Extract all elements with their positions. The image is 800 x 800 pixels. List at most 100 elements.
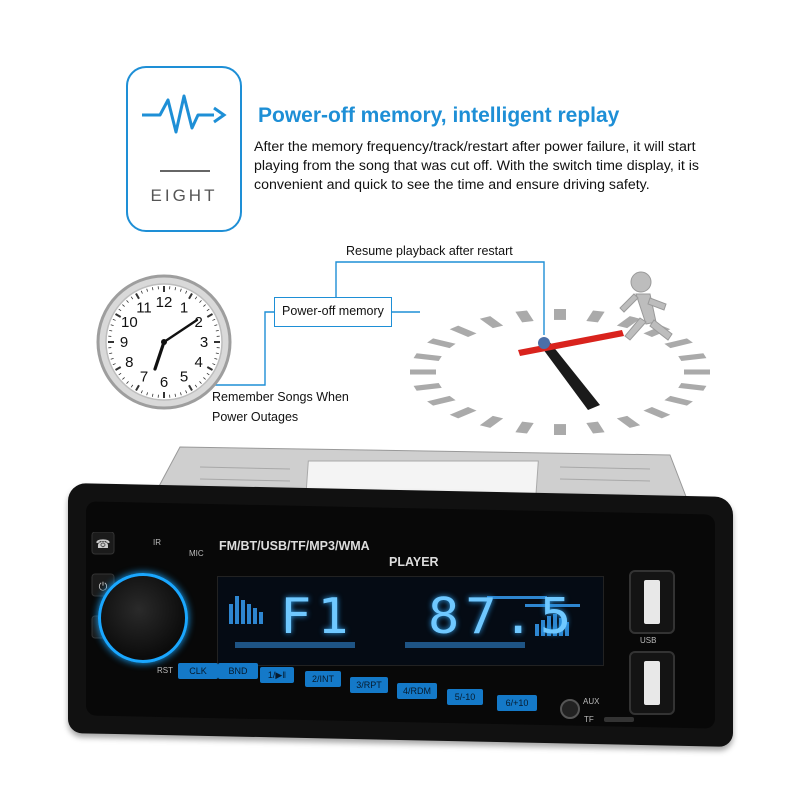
clock-tick xyxy=(112,318,116,321)
clock-numeral: 12 xyxy=(156,294,173,311)
player-label: PLAYER xyxy=(389,555,439,569)
lcd-display xyxy=(217,576,604,666)
clock-tick xyxy=(206,372,210,376)
clock-tick xyxy=(206,313,213,318)
formats-label: FM/BT/USB/TF/MP3/WMA xyxy=(219,539,370,553)
badge-word: EIGHT xyxy=(150,186,218,205)
stopwatch-hand-red xyxy=(518,330,624,356)
clock-tick xyxy=(118,308,122,312)
clock-tick xyxy=(214,324,218,327)
lcd-band: F1 xyxy=(280,588,355,646)
usb-port-2[interactable] xyxy=(629,651,675,715)
tf-label: TF xyxy=(584,715,594,724)
clock-tick xyxy=(203,304,206,307)
rdm-button[interactable]: 4/RDM xyxy=(397,683,437,699)
clock-tick xyxy=(112,363,116,366)
clock-tick xyxy=(151,287,154,291)
usb-slot xyxy=(644,580,660,624)
lcd-readout: F1 87.5 xyxy=(280,589,577,646)
clock-tick xyxy=(151,393,154,397)
clock-tick xyxy=(146,288,149,292)
remember-line-1: Remember Songs When xyxy=(212,390,349,404)
clock-tick xyxy=(215,352,219,355)
svg-text:⏻: ⏻ xyxy=(99,580,108,593)
mic-label: MIC xyxy=(189,549,204,558)
clock-tick xyxy=(206,308,210,312)
clock-tick xyxy=(188,384,193,391)
clock-tick xyxy=(185,390,188,394)
band-button[interactable]: BND xyxy=(218,663,258,679)
clock-tick xyxy=(130,384,134,388)
clock-numeral: 11 xyxy=(136,299,152,316)
lcd-frequency: 87.5 xyxy=(427,588,578,646)
clock-tick xyxy=(118,372,122,376)
clock-tick xyxy=(214,357,218,360)
resume-playback-label: Resume playback after restart xyxy=(346,244,513,258)
feature-badge: EIGHT xyxy=(126,66,242,232)
clock-tick xyxy=(179,288,182,292)
clk-button[interactable]: CLK xyxy=(178,663,218,679)
clock-numeral: 5 xyxy=(180,369,188,386)
clock-tick xyxy=(122,377,125,380)
svg-text:☎: ☎ xyxy=(96,537,111,551)
clock-numeral: 2 xyxy=(194,314,202,331)
clock-numeral: 4 xyxy=(194,354,202,371)
clock-numeral: 10 xyxy=(121,314,138,331)
clock-tick xyxy=(194,296,198,300)
badge-divider xyxy=(160,170,210,172)
clock-tick xyxy=(215,329,219,332)
rst-label: RST xyxy=(157,666,173,675)
aux-jack[interactable] xyxy=(560,699,580,719)
remember-line-2: Power Outages xyxy=(212,410,299,424)
clock-numeral: 7 xyxy=(140,369,148,386)
stopwatch-hand-black xyxy=(540,340,600,410)
clock-numeral: 8 xyxy=(125,354,133,371)
feature-title: Power-off memory, intelligent replay xyxy=(258,104,620,127)
remember-songs-label: Remember Songs When Power Outages xyxy=(212,387,349,427)
stopwatch-dial xyxy=(410,309,710,435)
usb-label: USB xyxy=(640,636,657,645)
clock-tick xyxy=(174,393,177,397)
clock-tick xyxy=(140,290,143,294)
clock-tick xyxy=(203,377,206,380)
clock-tick xyxy=(179,392,182,396)
clock-tick xyxy=(109,352,113,355)
clock-numeral: 3 xyxy=(200,334,208,351)
tf-card-slot[interactable] xyxy=(604,717,634,722)
clock-tick xyxy=(110,357,114,360)
clock-tick xyxy=(194,384,198,388)
clock-tick xyxy=(199,300,202,303)
power-off-memory-label: Power-off memory xyxy=(274,297,392,327)
lcd-segments xyxy=(229,596,580,648)
aux-label: AUX xyxy=(583,697,600,706)
clock-tick xyxy=(135,384,140,391)
clock-tick xyxy=(212,363,216,366)
clock-numeral: 1 xyxy=(180,299,188,316)
clock-tick xyxy=(115,313,122,318)
clock-tick xyxy=(115,366,122,371)
rpt-button[interactable]: 3/RPT xyxy=(350,677,388,693)
clock-tick xyxy=(174,287,177,291)
usb-slot xyxy=(644,661,660,705)
clock-tick xyxy=(212,318,216,321)
ir-label: IR xyxy=(153,538,161,547)
feature-description: After the memory frequency/track/restart… xyxy=(254,139,699,193)
usb-port-1[interactable] xyxy=(629,570,675,634)
play-pause-button[interactable]: 1/▶‖ xyxy=(260,667,294,683)
clock-tick xyxy=(146,392,149,396)
plus-10-button[interactable]: 6/+10 xyxy=(497,695,537,711)
clock-tick xyxy=(122,304,125,307)
volume-knob[interactable] xyxy=(98,573,188,663)
clock-numeral: 9 xyxy=(120,334,128,351)
int-button[interactable]: 2/INT xyxy=(305,671,341,687)
clock-tick xyxy=(140,390,143,394)
clock-tick xyxy=(110,324,114,327)
clock-tick xyxy=(185,290,188,294)
heartbeat-pulse-icon xyxy=(142,94,227,134)
minus-10-button[interactable]: 5/-10 xyxy=(447,689,483,705)
clock-tick xyxy=(206,366,213,371)
clock-tick xyxy=(109,329,113,332)
clock-tick xyxy=(126,300,129,303)
clock-tick xyxy=(130,296,134,300)
